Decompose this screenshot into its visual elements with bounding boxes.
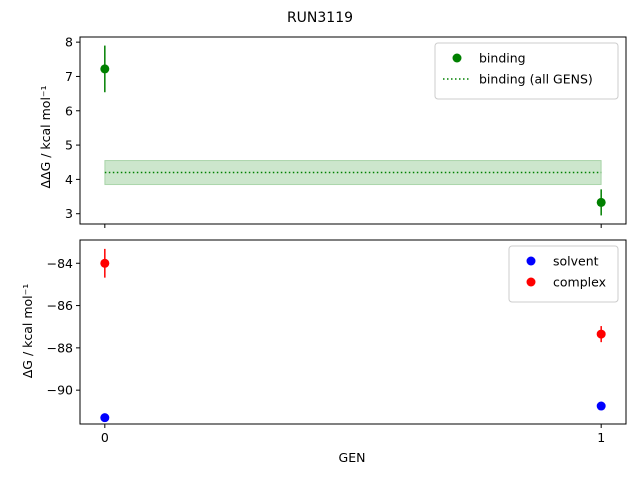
bottom-legend: solvent complex (508, 245, 619, 303)
bottom-ytick-label-0: −84 (47, 256, 73, 271)
bottom-xtick-label-0: 0 (101, 430, 109, 445)
top-ytick-label-5: 8 (65, 35, 73, 50)
top-panel: 3 4 5 6 7 8 binding binding (all GENS) (65, 35, 627, 228)
top-ytick-label-1: 4 (65, 172, 73, 187)
bottom-ytick-label-2: −88 (47, 340, 73, 355)
figure-title: RUN3119 (287, 10, 353, 26)
bottom-point-1-1 (596, 329, 606, 339)
bottom-point-0-0 (100, 413, 110, 423)
top-legend-label-1: binding (all GENS) (479, 72, 593, 87)
bottom-legend-marker-0 (526, 256, 536, 266)
bottom-legend-marker-1 (526, 277, 536, 287)
bottom-point-1-0 (100, 258, 110, 268)
bottom-ytick-label-1: −86 (47, 298, 73, 313)
bottom-y-axis-label: ΔG / kcal mol⁻¹ (20, 284, 35, 379)
top-ytick-label-0: 3 (65, 206, 73, 221)
top-legend-label-0: binding (479, 51, 526, 66)
bottom-point-0-1 (596, 401, 606, 411)
bottom-legend-label-1: complex (553, 275, 606, 290)
top-legend: binding binding (all GENS) (434, 42, 619, 100)
bottom-ytick-label-3: −90 (47, 383, 73, 398)
top-ytick-label-3: 6 (65, 103, 73, 118)
bottom-xtick-label-1: 1 (597, 430, 605, 445)
top-y-axis-label: ΔΔG / kcal mol⁻¹ (38, 85, 53, 188)
bottom-panel: −84 −86 −88 −90 0 1 solvent complex (47, 239, 627, 445)
top-point-0-0 (100, 64, 110, 74)
bottom-legend-box (508, 245, 619, 303)
top-legend-box (434, 42, 619, 100)
bottom-axes-frame (79, 239, 627, 425)
top-ytick-label-2: 5 (65, 138, 73, 153)
bottom-legend-label-0: solvent (553, 254, 599, 269)
top-legend-marker-0 (452, 53, 462, 63)
top-point-0-1 (596, 197, 606, 207)
x-axis-label: GEN (339, 450, 366, 465)
top-ytick-label-4: 7 (65, 69, 73, 84)
top-axes-frame (79, 36, 627, 225)
